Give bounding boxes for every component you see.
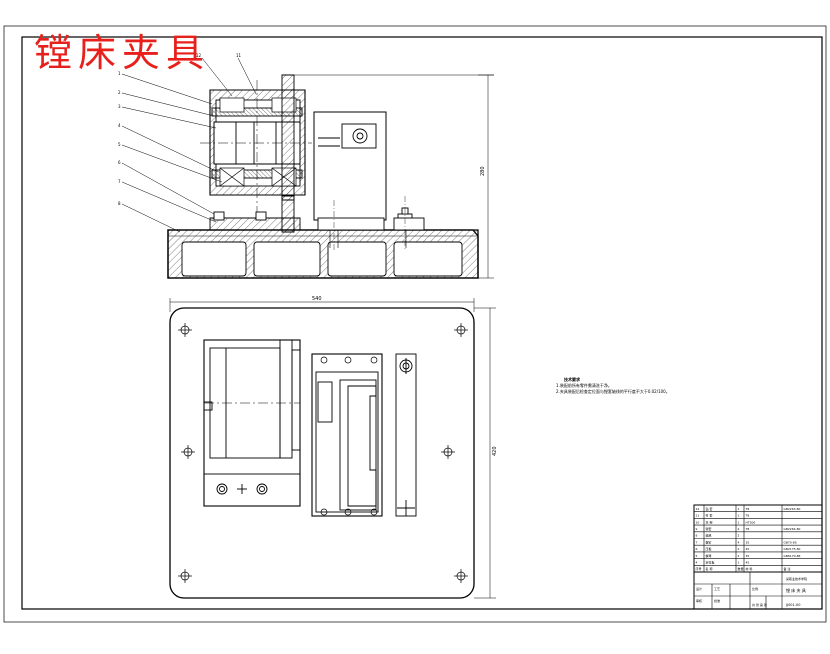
parts-cell: 12 bbox=[696, 507, 700, 511]
parts-cell: 定位板 bbox=[706, 560, 715, 565]
dim-plan-width: 540 bbox=[312, 296, 322, 302]
parts-cell: 1 bbox=[738, 520, 740, 524]
drawing-title: 镗床夹具 bbox=[34, 31, 211, 75]
parts-header-cell: 名 称 bbox=[706, 566, 713, 571]
part-balloons: 12 11 1 2 3 4 5 6 7 8 bbox=[118, 53, 242, 206]
parts-cell: 1 bbox=[738, 561, 740, 565]
parts-cell: 压板 bbox=[706, 546, 712, 551]
parts-header-cell: 备 注 bbox=[784, 566, 791, 571]
inner-border bbox=[21, 36, 823, 610]
balloon-11: 11 bbox=[236, 53, 242, 58]
title-block-field-design: 设计 bbox=[696, 586, 702, 591]
outer-border bbox=[3, 25, 827, 623]
parts-cell: T8 bbox=[745, 514, 750, 518]
front-section-view bbox=[167, 74, 494, 279]
title-block bbox=[693, 504, 823, 610]
parts-cell: 5 bbox=[696, 554, 698, 558]
parts-header-cell: 材 料 bbox=[746, 566, 753, 571]
technical-requirement-line-1: 1.装配前所有零件需清洗干净。 bbox=[556, 383, 612, 388]
parts-cell: T8 bbox=[745, 507, 750, 511]
plan-view bbox=[169, 298, 496, 599]
parts-cell: GB6170-86 bbox=[784, 554, 801, 558]
parts-cell: 镗套 bbox=[706, 526, 712, 531]
parts-cell: 1 bbox=[738, 514, 740, 518]
parts-cell: GB70-85 bbox=[784, 540, 797, 544]
title-block-name: 镗 床 夹 具 bbox=[786, 587, 806, 593]
parts-cell: 4 bbox=[696, 561, 698, 565]
parts-cell: 钻 套 bbox=[706, 506, 713, 511]
parts-cell: 11 bbox=[696, 514, 700, 518]
dim-front-height: 280 bbox=[480, 166, 486, 176]
title-block-school: 某职业技术学院 bbox=[786, 576, 807, 581]
parts-cell: 35 bbox=[746, 554, 750, 558]
technical-requirements: 技术要求 1.装配前所有零件需清洗干净。 2.夹具装配后检查定位面与镗套轴线的平… bbox=[556, 377, 670, 395]
technical-requirements-heading: 技术要求 bbox=[564, 377, 580, 382]
parts-cell: GB2264-80 bbox=[784, 527, 801, 531]
parts-header-cell: 数量 bbox=[738, 566, 744, 571]
title-block-field-check: 审核 bbox=[696, 598, 702, 603]
balloon-12: 12 bbox=[196, 53, 202, 58]
dim-plan-height: 420 bbox=[492, 446, 498, 456]
balloon-5: 5 bbox=[118, 142, 121, 147]
parts-cell: 衬 套 bbox=[706, 513, 713, 518]
parts-header-cell: 序号 bbox=[696, 566, 702, 571]
parts-cell: 10 bbox=[696, 520, 700, 524]
balloon-3: 3 bbox=[118, 104, 121, 109]
parts-cell: 45 bbox=[746, 547, 750, 551]
parts-cell: 2 bbox=[738, 547, 740, 551]
parts-cell: 螺母 bbox=[706, 553, 712, 558]
parts-cell: 2 bbox=[738, 527, 740, 531]
parts-cell: 6 bbox=[696, 547, 698, 551]
parts-cell: 9 bbox=[696, 527, 698, 531]
balloon-7: 7 bbox=[118, 179, 121, 184]
parts-cell: 4 bbox=[738, 540, 740, 544]
parts-cell: GB2263-80 bbox=[784, 507, 801, 511]
parts-cell: 支 架 bbox=[706, 519, 713, 524]
title-block-sheet-label: 共 张 第 张 bbox=[752, 602, 767, 607]
leader-lines bbox=[121, 57, 257, 233]
parts-cell: 8 bbox=[696, 534, 698, 538]
balloon-8: 8 bbox=[118, 201, 121, 206]
parts-cell: 2 bbox=[738, 534, 740, 538]
balloon-2: 2 bbox=[118, 90, 121, 95]
title-block-scale-label: 比例 bbox=[752, 586, 758, 591]
technical-requirement-line-2: 2.夹具装配后检查定位面与镗套轴线的平行度不大于0.02/100。 bbox=[556, 389, 670, 394]
parts-cell: 轴承 bbox=[706, 533, 712, 538]
parts-cell: 45 bbox=[746, 561, 750, 565]
balloon-1: 1 bbox=[118, 71, 121, 76]
parts-cell: 螺钉 bbox=[706, 539, 712, 544]
parts-cell: 2 bbox=[738, 554, 740, 558]
title-block-drawing-no: JJ001-00 bbox=[785, 603, 800, 607]
parts-cell: HT200 bbox=[746, 520, 756, 524]
title-block-field-approve: 批准 bbox=[714, 598, 720, 603]
parts-cell: GB2175-80 bbox=[784, 547, 801, 551]
parts-cell: 7 bbox=[696, 540, 698, 544]
balloon-6: 6 bbox=[118, 160, 121, 165]
title-block-field-process: 工艺 bbox=[714, 586, 720, 591]
parts-cell: T8 bbox=[745, 527, 750, 531]
parts-cell: 1 bbox=[738, 507, 740, 511]
parts-cell: 35 bbox=[746, 540, 750, 544]
balloon-4: 4 bbox=[118, 123, 121, 128]
